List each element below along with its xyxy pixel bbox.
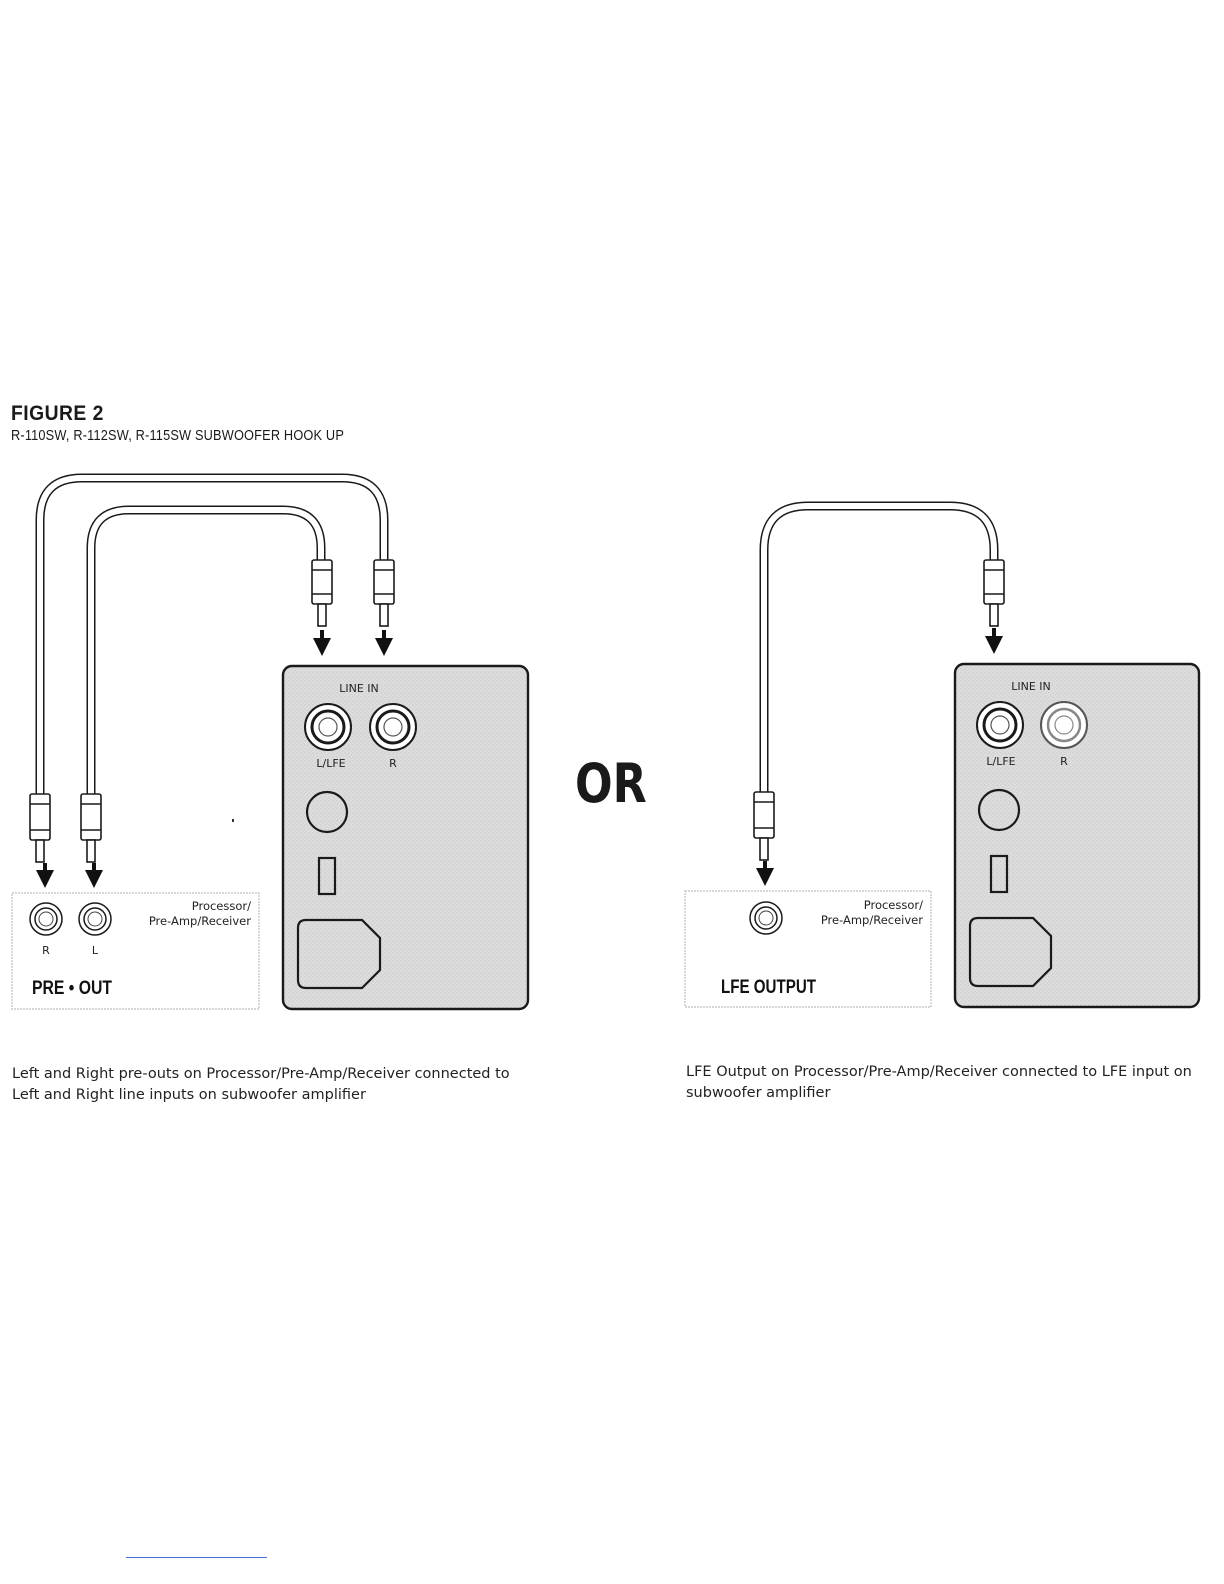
- figure-subtitle: R-110SW, R-112SW, R-115SW SUBWOOFER HOOK…: [11, 428, 345, 444]
- sub-jack-lfe: [304, 703, 352, 751]
- sub-jack-lfe-label: L/LFE: [986, 755, 1015, 768]
- line-in-label: LINE IN: [1011, 680, 1051, 693]
- subwoofer-panel: LINE IN L/LFE R: [281, 664, 530, 1011]
- receiver-jack-l-label: L: [92, 944, 99, 957]
- sub-jack-lfe: [976, 701, 1024, 749]
- receiver-label-line1: Processor/: [192, 899, 251, 913]
- rca-plug-receiver-l: [80, 793, 102, 863]
- arrow-down-icon: [756, 861, 774, 886]
- rca-plug-sub-r: [373, 559, 395, 627]
- subwoofer-panel: LINE IN L/LFE R: [953, 662, 1201, 1009]
- sub-jack-r: [1040, 701, 1088, 749]
- caption-line: Left and Right pre-outs on Processor/Pre…: [12, 1066, 510, 1082]
- sub-power-socket: [968, 916, 1053, 988]
- bottom-rule: [126, 1557, 267, 1558]
- receiver-jack-lfe: [749, 901, 783, 935]
- sub-power-socket: [296, 918, 382, 990]
- sub-knob: [305, 790, 349, 834]
- arrow-down-icon: [85, 863, 103, 888]
- receiver-label-line1: Processor/: [864, 898, 923, 912]
- arrow-down-icon: [985, 628, 1003, 654]
- receiver-output-label: LFE OUTPUT: [721, 977, 816, 998]
- left-caption: Left and Right pre-outs on Processor/Pre…: [12, 1064, 532, 1106]
- sub-jack-lfe-label: L/LFE: [316, 757, 345, 770]
- sub-switch: [989, 854, 1009, 894]
- sub-switch: [317, 856, 337, 896]
- receiver-box: Processor/ Pre-Amp/Receiver LFE OUTPUT: [684, 890, 932, 1008]
- receiver-output-label: PRE • OUT: [32, 978, 112, 999]
- caption-line: Left and Right line inputs on subwoofer …: [12, 1087, 366, 1103]
- cable-inner: [86, 505, 326, 800]
- cable-outer: [35, 473, 389, 800]
- speck: [232, 819, 234, 822]
- sub-knob: [977, 788, 1021, 832]
- arrow-down-icon: [313, 630, 331, 656]
- caption-line: LFE Output on Processor/Pre-Amp/Receiver…: [686, 1064, 1192, 1080]
- receiver-box: R L Processor/ Pre-Amp/Receiver PRE • OU…: [11, 892, 260, 1010]
- rca-plug-sub-lfe: [983, 559, 1005, 627]
- receiver-jack-l: [78, 902, 112, 936]
- arrow-down-icon: [36, 863, 54, 888]
- rca-plug-sub-lfe: [311, 559, 333, 627]
- sub-jack-r-label: R: [389, 757, 397, 770]
- rca-plug-receiver-lfe: [753, 791, 775, 861]
- sub-jack-r-label: R: [1060, 755, 1068, 768]
- receiver-jack-r-label: R: [42, 944, 50, 957]
- receiver-jack-r: [29, 902, 63, 936]
- right-hookup: Processor/ Pre-Amp/Receiver LFE OUTPUT L…: [684, 501, 1201, 1009]
- caption-line: subwoofer amplifier: [686, 1085, 831, 1101]
- arrow-down-icon: [375, 630, 393, 656]
- line-in-label: LINE IN: [339, 682, 379, 695]
- cable-lfe: [759, 501, 999, 800]
- left-hookup: R L Processor/ Pre-Amp/Receiver PRE • OU…: [11, 473, 530, 1011]
- rca-plug-receiver-r: [29, 793, 51, 863]
- right-caption: LFE Output on Processor/Pre-Amp/Receiver…: [686, 1062, 1206, 1104]
- sub-jack-r: [369, 703, 417, 751]
- receiver-label-line2: Pre-Amp/Receiver: [149, 914, 251, 928]
- figure-title: FIGURE 2: [11, 402, 104, 425]
- receiver-label-line2: Pre-Amp/Receiver: [821, 913, 923, 927]
- or-separator: OR: [575, 752, 647, 815]
